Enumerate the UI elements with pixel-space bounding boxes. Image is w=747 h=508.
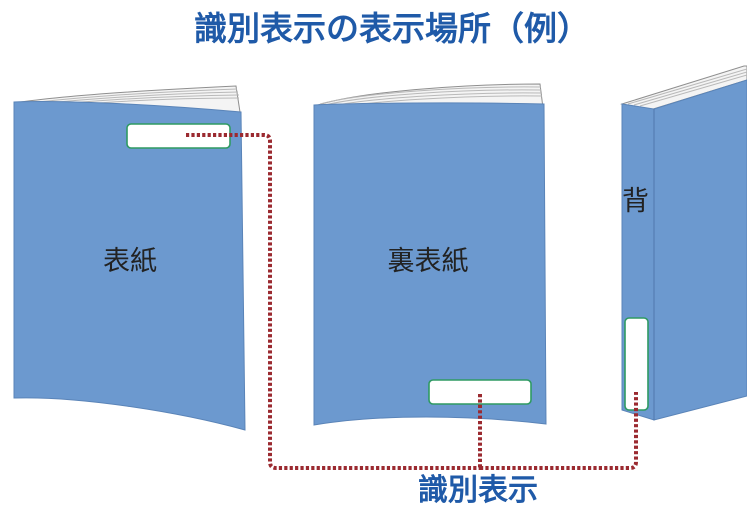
leader-line-front <box>186 133 480 470</box>
diagram-title: 識別表示の表示場所（例） <box>194 9 590 48</box>
front-cover <box>13 100 246 431</box>
leader-line-spine <box>480 392 638 470</box>
spine-label-box <box>624 317 649 411</box>
spine-label: 背 <box>622 186 649 217</box>
spine-book: 背 <box>620 65 747 421</box>
back-cover-label: 裏表紙 <box>388 246 469 277</box>
back-cover-label-box <box>428 379 532 405</box>
back-cover <box>313 102 547 426</box>
front-cover-label: 表紙 <box>103 246 157 277</box>
identification-caption: 識別表示 <box>418 473 538 508</box>
front-cover-book: 表紙 <box>13 85 246 431</box>
back-cover-book: 裏表紙 <box>313 83 547 426</box>
spine-book-side <box>653 79 747 421</box>
spine-book-page-lines <box>627 68 747 107</box>
leader-lines <box>186 133 638 470</box>
